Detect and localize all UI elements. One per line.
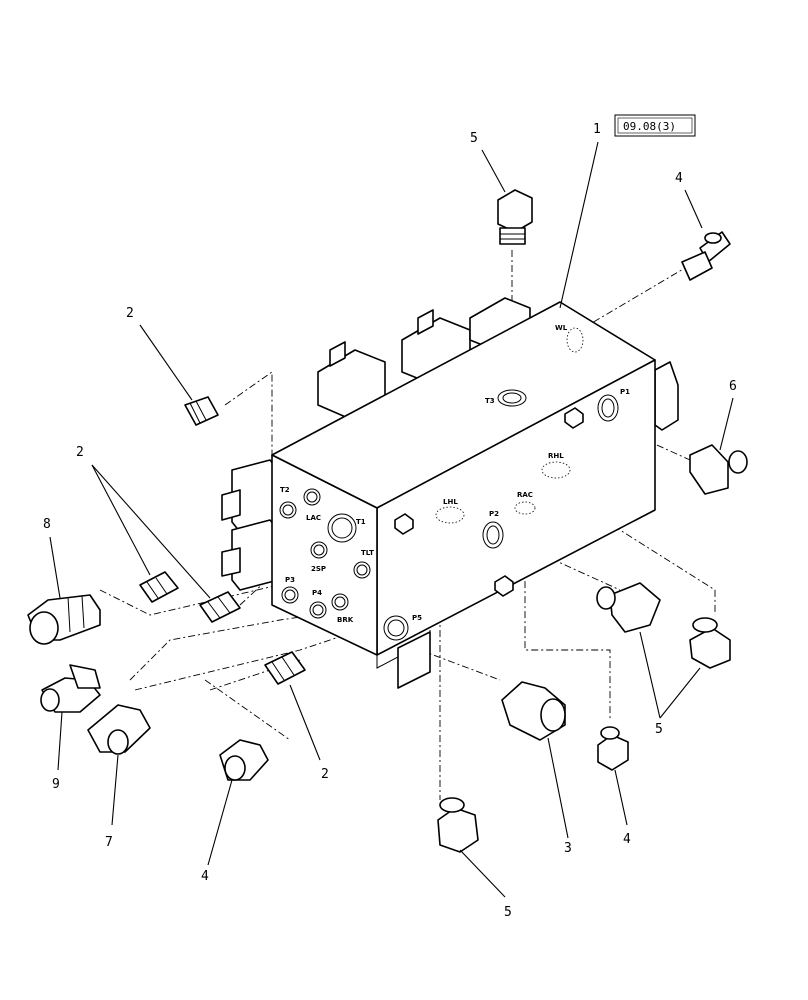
fitting-elbow-top-right[interactable] (681, 231, 731, 281)
callout-3: 3 (564, 841, 572, 856)
port-label-rac: RAC (517, 491, 533, 499)
callout-5-top: 5 (470, 131, 478, 146)
fitting-straight-2c[interactable] (264, 651, 306, 685)
callout-5-right: 5 (655, 722, 663, 737)
fitting-elbow-4-bottom-right[interactable] (597, 726, 629, 771)
fitting-elbow-5-bottom[interactable] (437, 797, 479, 853)
fitting-elbow-4-bottom-left[interactable] (219, 739, 269, 781)
port-label-p1: P1 (620, 388, 630, 396)
fitting-straight-2b[interactable] (199, 591, 241, 623)
port-label-t2: T2 (280, 486, 290, 494)
reference-box[interactable]: 09.08(3) (614, 114, 696, 137)
callout-numbers: 1 2 2 2 2 3 4 4 4 5 5 5 5 6 7 8 9 (43, 122, 737, 920)
port-label-p5: P5 (412, 614, 422, 622)
port-label-p3: P3 (285, 576, 295, 584)
valve-body[interactable]: T2 LAC T1 TLT 2SP P3 P4 BRK P5 T3 P1 P2 … (221, 297, 679, 689)
fitting-straight-left-top[interactable] (184, 396, 219, 426)
callout-5-bottom: 5 (504, 905, 512, 920)
port-label-p2: P2 (489, 510, 499, 518)
fitting-elbow-right-6[interactable] (689, 444, 748, 495)
callout-8: 8 (43, 517, 51, 532)
callout-4-bottom-right: 4 (623, 832, 631, 847)
fitting-elbow-5-right[interactable] (596, 582, 661, 633)
callout-2-left: 2 (126, 306, 134, 321)
fitting-elbow-7[interactable] (87, 704, 151, 755)
port-label-tlt: TLT (361, 549, 374, 557)
port-label-t3: T3 (485, 397, 495, 405)
port-label-brk: BRK (337, 616, 354, 624)
callout-6: 6 (729, 379, 737, 394)
port-label-wl: WL (555, 324, 568, 332)
port-label-lhl: LHL (443, 498, 458, 506)
callout-4-bottom-left: 4 (201, 869, 209, 884)
solenoid-blocks-left (221, 459, 279, 591)
port-label-p4: P4 (312, 589, 322, 597)
port-label-2sp: 2SP (311, 565, 326, 573)
fitting-straight-3[interactable] (501, 681, 566, 741)
callout-4-top-right: 4 (675, 171, 683, 186)
callout-2-bottom: 2 (321, 767, 329, 782)
fitting-straight-2a[interactable] (139, 571, 179, 603)
fitting-adapter-8[interactable] (27, 594, 101, 645)
fitting-elbow-5-far-right[interactable] (689, 617, 731, 669)
callout-2-pair: 2 (76, 445, 84, 460)
fitting-tee-9[interactable] (40, 664, 101, 713)
callout-7: 7 (105, 835, 113, 850)
callout-9: 9 (52, 777, 60, 792)
port-label-t1: T1 (356, 518, 366, 526)
leader-lines (49, 141, 734, 898)
port-label-lac: LAC (306, 514, 321, 522)
reference-box-text: 09.08(3) (623, 120, 676, 133)
fitting-elbow-top[interactable] (497, 189, 533, 245)
port-label-rhl: RHL (548, 452, 564, 460)
callout-1: 1 (593, 122, 601, 137)
